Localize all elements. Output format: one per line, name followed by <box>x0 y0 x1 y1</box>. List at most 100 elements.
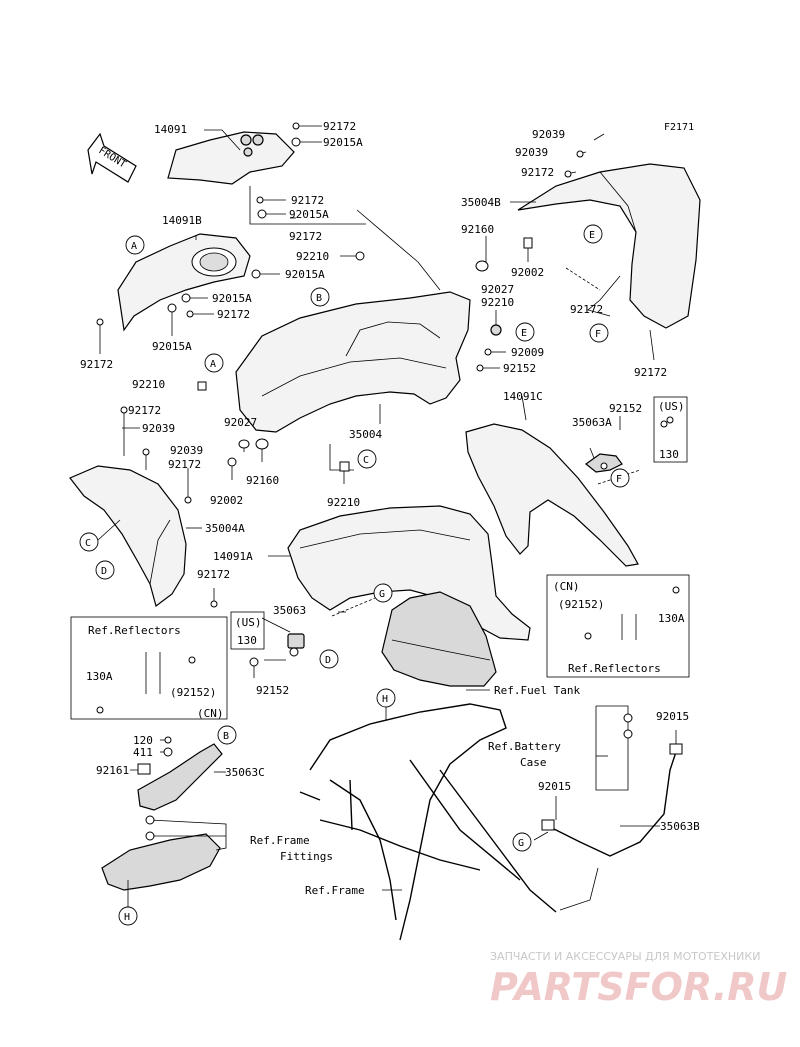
callout-c-2: C <box>79 532 99 552</box>
part-label: (92152) <box>558 598 604 611</box>
callout-e-1: E <box>583 224 603 244</box>
part-label: 92172 <box>80 358 113 371</box>
part-label: 92009 <box>511 346 544 359</box>
part-label: 130 <box>659 448 679 461</box>
part-label: Fittings <box>280 850 333 863</box>
part-label: 92160 <box>246 474 279 487</box>
frame-fittings-ref-part <box>101 833 221 891</box>
part-label: 130A <box>86 670 113 683</box>
part-label: 92027 <box>481 283 514 296</box>
callout-g-2: G <box>512 832 532 852</box>
part-label: 120 <box>133 734 153 747</box>
callout-b-1: B <box>310 287 330 307</box>
part-label: 92172 <box>634 366 667 379</box>
svg-text:B: B <box>223 731 229 742</box>
part-label: 92015A <box>285 268 325 281</box>
svg-text:F: F <box>595 329 601 340</box>
part-label: 92039 <box>170 444 203 457</box>
part-label: 92172 <box>217 308 250 321</box>
part-label: 92015 <box>656 710 689 723</box>
part-label: Ref.Frame <box>305 884 365 897</box>
svg-text:G: G <box>379 589 385 600</box>
part-label: 92152 <box>503 362 536 375</box>
part-label: 14091A <box>213 550 253 563</box>
callout-a-2: A <box>204 353 224 373</box>
callout-d-2: D <box>319 649 339 669</box>
svg-text:A: A <box>131 241 137 252</box>
svg-text:G: G <box>518 838 524 849</box>
svg-text:A: A <box>210 359 216 370</box>
svg-text:C: C <box>85 538 91 549</box>
part-label: 92172 <box>289 230 322 243</box>
part-label: Ref.Reflectors <box>88 624 181 637</box>
part-label: (CN) <box>197 707 224 720</box>
part-label: 92172 <box>128 404 161 417</box>
part-label: (US) <box>658 400 685 413</box>
cover-14091c-part <box>465 423 639 567</box>
bracket-35063c-part <box>137 743 223 811</box>
callout-b-2: B <box>217 725 237 745</box>
part-label: 14091B <box>162 214 202 227</box>
part-label: Case <box>520 756 547 769</box>
diagram-code: F2171 <box>664 122 694 133</box>
front-arrow-icon: FRONT <box>87 132 137 183</box>
part-label: 92210 <box>327 496 360 509</box>
part-label: 92015A <box>289 208 329 221</box>
part-label: 92039 <box>515 146 548 159</box>
part-label: 92152 <box>256 684 289 697</box>
part-label: 92002 <box>210 494 243 507</box>
callout-h-1: H <box>376 688 396 708</box>
part-label: 14091C <box>503 390 543 403</box>
svg-text:F: F <box>616 474 622 485</box>
us-box-130-right <box>653 396 688 463</box>
watermark-logo: PARTSFOR.RU <box>490 965 788 1009</box>
part-label: (CN) <box>553 580 580 593</box>
svg-text:E: E <box>521 328 527 339</box>
part-label: 92160 <box>461 223 494 236</box>
callout-c-1: C <box>357 449 377 469</box>
part-label: 92002 <box>511 266 544 279</box>
part-label: 411 <box>133 746 153 759</box>
us-box-130-left <box>230 611 265 650</box>
part-label: 92210 <box>481 296 514 309</box>
part-label: 92210 <box>132 378 165 391</box>
svg-text:C: C <box>363 455 369 466</box>
watermark-tagline: ЗАПЧАСТИ И АКСЕССУАРЫ ДЛЯ МОТОТЕХНИКИ <box>490 950 760 963</box>
callout-a-1: A <box>125 235 145 255</box>
part-label: 130 <box>237 634 257 647</box>
part-label: 92172 <box>570 303 603 316</box>
svg-text:H: H <box>382 694 388 705</box>
part-label: 35063 <box>273 604 306 617</box>
callout-e-2: E <box>515 322 535 342</box>
callout-g-1: G <box>373 583 393 603</box>
bracket-35063b-part <box>547 751 677 857</box>
part-label: 92172 <box>197 568 230 581</box>
svg-text:H: H <box>124 912 130 923</box>
part-label: 14091 <box>154 123 187 136</box>
part-label: 92172 <box>323 120 356 133</box>
part-label: 35063C <box>225 766 265 779</box>
part-label: 92015 <box>538 780 571 793</box>
part-label: 92039 <box>532 128 565 141</box>
part-label: 92015A <box>212 292 252 305</box>
part-label: 92172 <box>291 194 324 207</box>
bracket-35063-part <box>287 633 305 649</box>
part-label: (92152) <box>170 686 216 699</box>
part-label: 92039 <box>142 422 175 435</box>
part-label: 92172 <box>521 166 554 179</box>
part-label: 92210 <box>296 250 329 263</box>
part-label: 92015A <box>152 340 192 353</box>
reflectors-cn-box-right <box>546 574 690 678</box>
svg-text:D: D <box>101 566 107 577</box>
part-label: 92172 <box>168 458 201 471</box>
svg-text:B: B <box>316 293 322 304</box>
cover-35004b-part <box>517 163 701 329</box>
part-label: 92161 <box>96 764 129 777</box>
part-label: Ref.Fuel Tank <box>494 684 580 697</box>
fuel-tank-ref-part <box>381 591 497 687</box>
part-label: Ref.Battery <box>488 740 561 753</box>
hardware-fasteners <box>96 122 683 841</box>
reflectors-cn-box-left <box>70 616 228 720</box>
callout-f-1: F <box>589 323 609 343</box>
